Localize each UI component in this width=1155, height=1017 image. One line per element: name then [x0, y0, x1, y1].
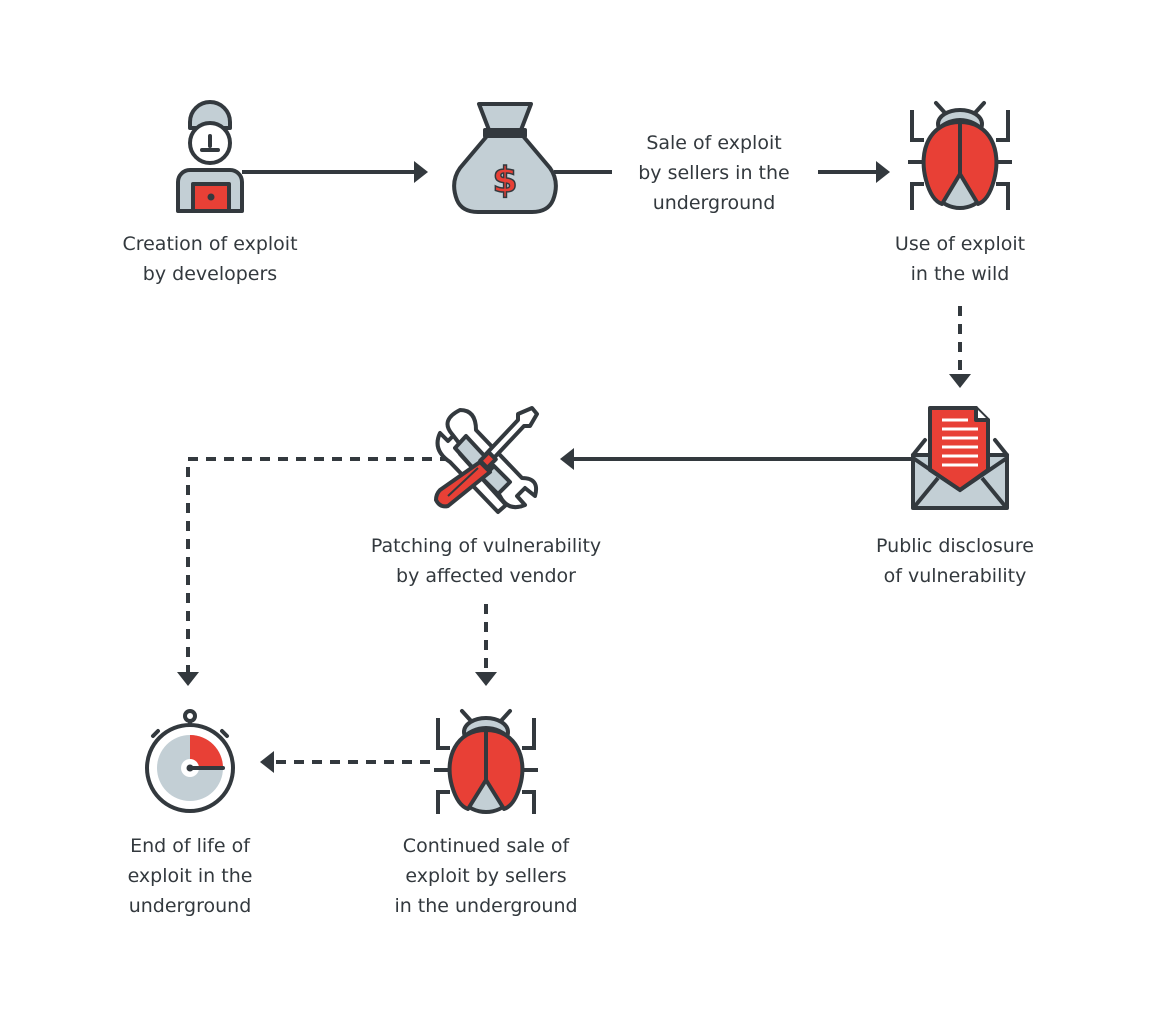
dollar-sign-icon: $ [492, 160, 517, 201]
wrench-screwdriver-icon [434, 406, 539, 514]
bug-icon [908, 101, 1012, 210]
label-line: underground [653, 192, 776, 214]
label-line: by developers [143, 263, 277, 285]
label-line: of vulnerability [884, 565, 1027, 587]
label-creation: Creation of exploit by developers [122, 233, 297, 285]
edge-patching-to-continued [475, 604, 497, 686]
label-line: by sellers in the [638, 162, 789, 184]
edge-disclosure-to-patching [560, 448, 914, 470]
label-end: End of life of exploit in the undergroun… [128, 835, 253, 917]
label-line: underground [129, 895, 252, 917]
label-line: in the underground [394, 895, 577, 917]
label-line: in the wild [911, 263, 1010, 285]
arrowhead-down [949, 374, 971, 388]
label-line: Continued sale of [403, 835, 571, 857]
arrowhead-right [414, 161, 428, 183]
edge-use-to-disclosure [949, 306, 971, 388]
label-patching: Patching of vulnerability by affected ve… [371, 535, 601, 587]
label-continued: Continued sale of exploit by sellers in … [394, 835, 577, 917]
label-line: exploit by sellers [405, 865, 566, 887]
stopwatch-icon [145, 709, 235, 813]
arrowhead-down [475, 672, 497, 686]
label-line: Creation of exploit [122, 233, 297, 255]
edge-creation-to-sale [242, 161, 428, 183]
label-use: Use of exploit in the wild [895, 233, 1025, 285]
label-disclosure: Public disclosure of vulnerability [876, 535, 1034, 587]
label-line: Public disclosure [876, 535, 1034, 557]
developer-laptop-icon [176, 100, 244, 213]
envelope-document-icon [911, 406, 1009, 510]
label-line: End of life of [130, 835, 251, 857]
edge-sale-to-use [554, 161, 890, 183]
arrowhead-right [876, 161, 890, 183]
label-line: Sale of exploit [646, 132, 781, 154]
label-line: exploit in the [128, 865, 253, 887]
arrowhead-left [560, 448, 574, 470]
edge-patching-to-end [177, 457, 450, 686]
label-sale: Sale of exploit by sellers in the underg… [638, 132, 789, 214]
arrowhead-left [260, 751, 274, 773]
money-bag-icon: $ [452, 102, 558, 214]
label-line: Patching of vulnerability [371, 535, 601, 557]
edge-continued-to-end [260, 751, 430, 773]
label-line: Use of exploit [895, 233, 1025, 255]
bug-icon [434, 709, 538, 814]
label-line: by affected vendor [396, 565, 576, 587]
arrowhead-down [177, 672, 199, 686]
